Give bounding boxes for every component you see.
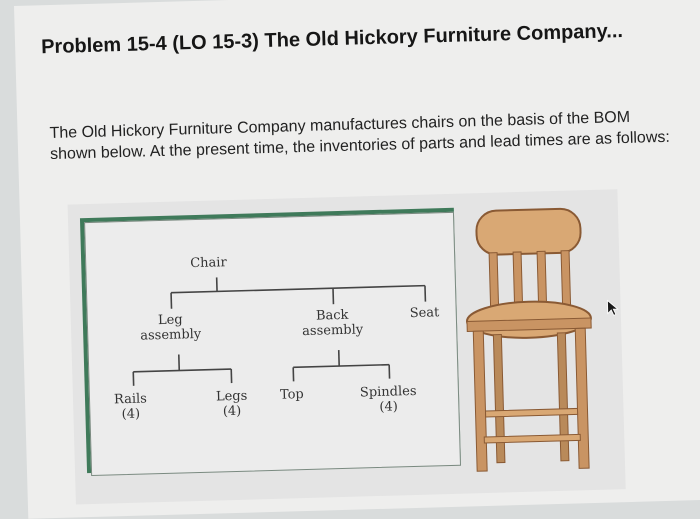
- mouse-pointer-icon: [607, 299, 619, 316]
- problem-page: Problem 15-4 (LO 15-3) The Old Hickory F…: [14, 0, 700, 519]
- bom-node-spindles: Spindles (4): [359, 383, 417, 415]
- bom-figure: Chair Leg assembly Back assembly Seat Ra…: [67, 189, 626, 505]
- bom-node-legs: Legs (4): [215, 388, 248, 420]
- bom-tree-lines: [132, 277, 427, 386]
- problem-title: Problem 15-4 (LO 15-3) The Old Hickory F…: [40, 20, 624, 59]
- bom-node-back-assembly: Back assembly: [301, 307, 364, 340]
- problem-intro: The Old Hickory Furniture Company manufa…: [49, 108, 671, 164]
- bom-node-chair: Chair: [190, 255, 227, 272]
- bom-node-leg-assembly: Leg assembly: [140, 312, 202, 344]
- bom-board-frame: Chair Leg assembly Back assembly Seat Ra…: [79, 207, 462, 477]
- bom-board: Chair Leg assembly Back assembly Seat Ra…: [84, 211, 462, 477]
- chair-illustration: [465, 207, 592, 472]
- bom-node-rails: Rails (4): [113, 391, 148, 423]
- bom-node-seat: Seat: [409, 305, 440, 322]
- bom-node-top: Top: [279, 387, 304, 403]
